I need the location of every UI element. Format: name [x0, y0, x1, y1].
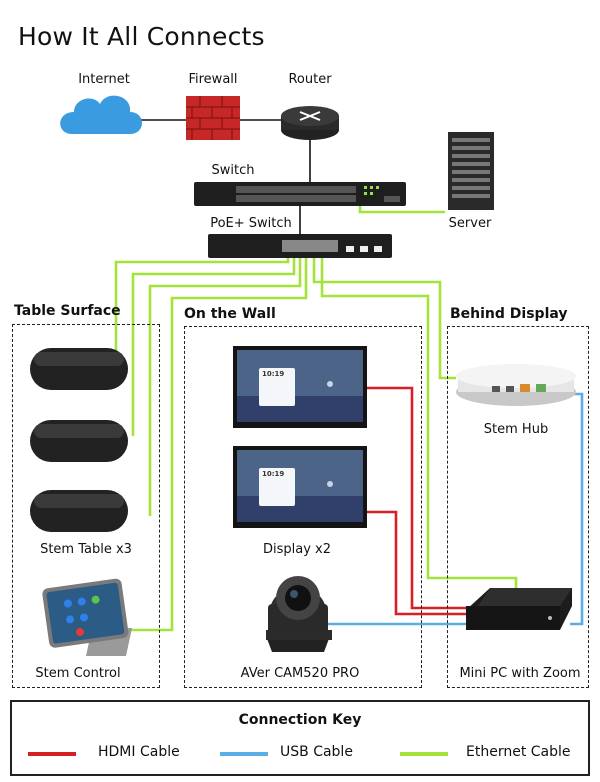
- stem-table-icon: [30, 490, 128, 532]
- stem-control-label: Stem Control: [35, 666, 121, 681]
- hub-icon: [456, 364, 576, 406]
- ethernet-cables: [114, 198, 518, 632]
- mini-pc-label: Mini PC with Zoom: [459, 666, 581, 681]
- group-box-behind-display: [447, 326, 589, 688]
- server-label: Server: [448, 216, 492, 231]
- connection-key-title: Connection Key: [238, 712, 362, 728]
- display-icon: [233, 346, 367, 428]
- stem-table-label: Stem Table x3: [40, 542, 132, 557]
- display-clock: 10:19: [262, 370, 285, 378]
- ethernet-swatch: [400, 752, 448, 756]
- network-lines: [136, 119, 311, 234]
- stem-table-icon: [30, 420, 128, 462]
- firewall-label: Firewall: [188, 72, 238, 87]
- router-label: Router: [288, 72, 332, 87]
- display-icon: [233, 446, 367, 528]
- usb-label: USB Cable: [280, 744, 353, 760]
- usb-swatch: [220, 752, 268, 756]
- router-icon: [281, 106, 339, 140]
- server-icon: [448, 132, 494, 210]
- group-box-table-surface: [12, 324, 160, 688]
- hdmi-cables: [366, 386, 466, 616]
- group-title-behind-display: Behind Display: [450, 306, 568, 322]
- mini-pc-icon: [466, 588, 572, 630]
- page-title: How It All Connects: [18, 22, 265, 51]
- stem-table-icon: [30, 348, 128, 390]
- display-clock: 10:19: [262, 470, 285, 478]
- tablet-icon: [42, 578, 132, 656]
- stem-hub-label: Stem Hub: [483, 422, 549, 437]
- ethernet-label: Ethernet Cable: [466, 744, 571, 760]
- camera-icon: [266, 576, 332, 652]
- group-title-on-the-wall: On the Wall: [184, 306, 276, 322]
- group-box-on-the-wall: [184, 326, 422, 688]
- camera-label: AVer CAM520 PRO: [240, 666, 360, 681]
- hdmi-label: HDMI Cable: [98, 744, 180, 760]
- switch-label: Switch: [211, 163, 255, 178]
- hdmi-swatch: [28, 752, 76, 756]
- firewall-icon: [186, 96, 240, 140]
- internet-label: Internet: [78, 72, 130, 87]
- cloud-icon: [60, 95, 142, 134]
- switch-icon: [194, 182, 406, 206]
- connection-key: [10, 700, 590, 776]
- display-label: Display x2: [262, 542, 332, 557]
- poe-switch-icon: [208, 234, 392, 258]
- poe-switch-label: PoE+ Switch: [210, 216, 292, 231]
- group-title-table-surface: Table Surface: [14, 303, 121, 319]
